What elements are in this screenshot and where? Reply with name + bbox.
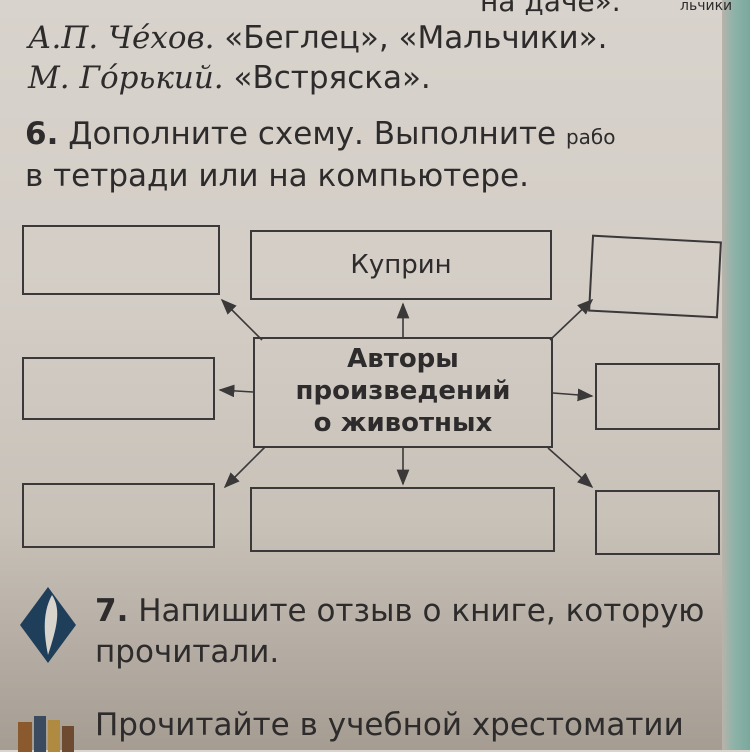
empty-box-bottom-left[interactable] bbox=[22, 483, 215, 548]
task7-line2: прочитали. bbox=[95, 634, 280, 670]
center-box: Авторы произведений о животных bbox=[253, 337, 553, 448]
quill-icon bbox=[20, 587, 76, 663]
center-line3: о животных bbox=[313, 408, 493, 438]
empty-box-mid-right[interactable] bbox=[595, 363, 720, 430]
bottom-line: Прочитайте в учебной хрестоматии bbox=[95, 707, 684, 743]
works-gorky: «Встряска». bbox=[233, 60, 431, 96]
box-kuprin[interactable]: Куприн bbox=[250, 230, 552, 300]
task6-number: 6. bbox=[25, 116, 59, 152]
empty-box-top-left[interactable] bbox=[22, 225, 220, 295]
works-chekhov: «Беглец», «Мальчики». bbox=[224, 20, 608, 56]
center-line2: произведений bbox=[295, 376, 511, 406]
books-icon bbox=[18, 716, 74, 752]
task7-number: 7. bbox=[95, 593, 129, 629]
partial-right-text: льчики bbox=[680, 0, 733, 14]
center-line1: Авторы bbox=[347, 344, 459, 374]
kuprin-label: Куприн bbox=[350, 250, 452, 280]
task6-line2: в тетради или на компьютере. bbox=[25, 158, 529, 194]
author-gorky: М. Го́рький. bbox=[28, 60, 224, 96]
task6-line1: Дополните схему. Выполните bbox=[68, 116, 557, 152]
empty-box-mid-left[interactable] bbox=[22, 357, 215, 420]
empty-box-bottom-center[interactable] bbox=[250, 487, 555, 552]
author-chekhov: А.П. Че́хов. bbox=[28, 20, 215, 56]
task7-line1: Напишите отзыв о книге, которую bbox=[138, 593, 705, 629]
partial-line: на даче». bbox=[480, 0, 621, 18]
empty-box-bottom-right[interactable] bbox=[595, 490, 720, 555]
book-cover-edge bbox=[722, 0, 750, 750]
task6-line1-cut: рабо bbox=[565, 125, 616, 149]
empty-box-top-right[interactable] bbox=[588, 234, 722, 319]
